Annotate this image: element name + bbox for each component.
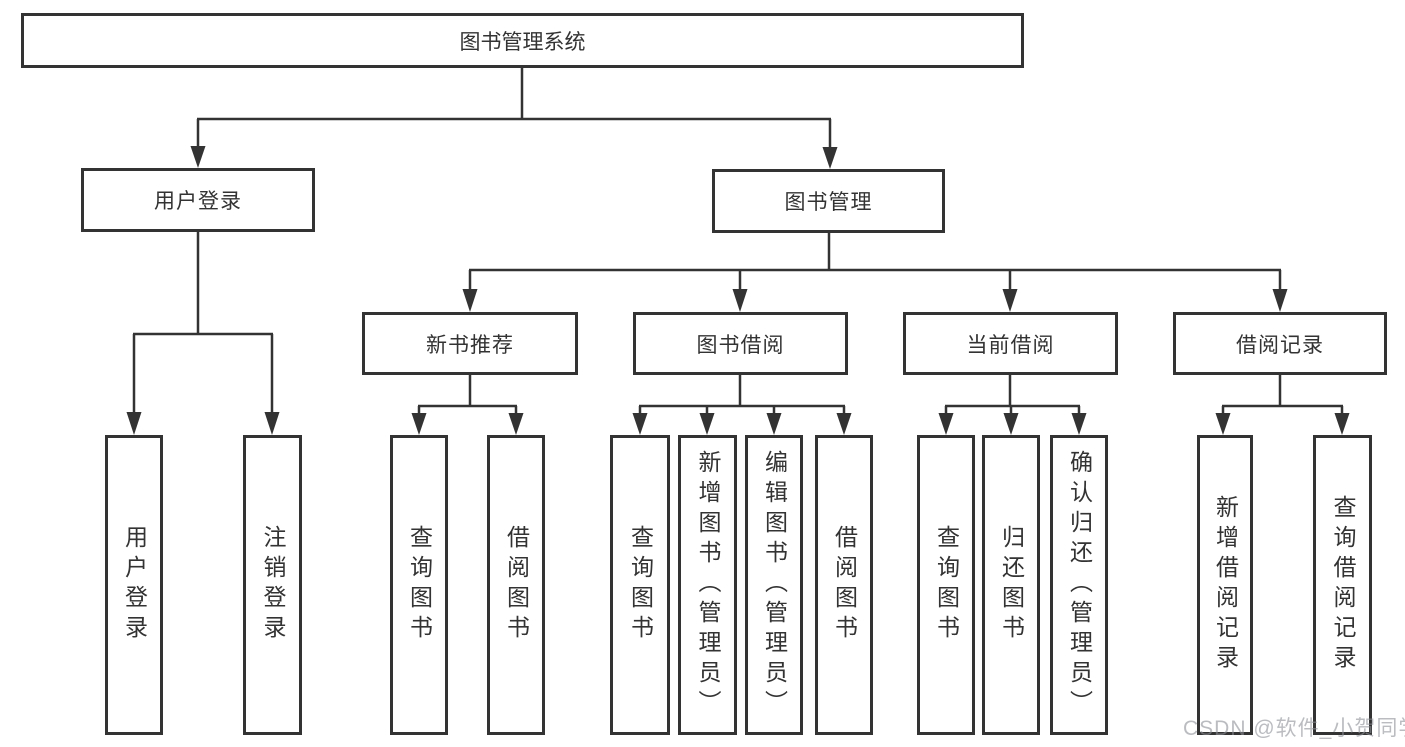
arrowhead xyxy=(699,413,715,435)
csdn-watermark: CSDN @软件_小贺同学 xyxy=(1183,717,1405,740)
node-label: 用户登录 xyxy=(121,525,148,645)
node-label: 新增借阅记录 xyxy=(1212,495,1239,675)
node-label: 当前借阅 xyxy=(966,333,1055,357)
node-label: 借阅图书 xyxy=(503,525,530,645)
node-label: 查询图书 xyxy=(406,525,433,645)
node-leaf-user-login: 用户登录 xyxy=(105,435,163,735)
arrowhead xyxy=(1003,413,1019,435)
node-label: 借阅图书 xyxy=(831,525,858,645)
arrowhead xyxy=(508,413,524,435)
node-label: 归还图书 xyxy=(998,525,1025,645)
node-label: 注销登录 xyxy=(260,525,286,645)
node-label: 查询图书 xyxy=(627,525,654,645)
node-leaf-borrow-books-recommend: 借阅图书 xyxy=(487,435,545,735)
node-label: 用户登录 xyxy=(154,190,242,213)
node-leaf-add-books-admin: 新增图书（管理员） xyxy=(678,435,737,735)
node-leaf-borrow-books: 借阅图书 xyxy=(815,435,873,735)
node-leaf-query-books-current: 查询图书 xyxy=(917,435,975,735)
node-label: 确认归还（管理员） xyxy=(1066,450,1093,720)
arrowhead xyxy=(264,412,280,435)
arrowhead xyxy=(411,413,427,435)
node-current-borrowing: 当前借阅 xyxy=(903,312,1118,375)
arrowhead xyxy=(1334,413,1350,435)
arrowhead xyxy=(766,413,782,435)
node-label: 查询图书 xyxy=(933,525,960,645)
node-new-book-recommend: 新书推荐 xyxy=(362,312,578,375)
node-label: 借阅记录 xyxy=(1236,333,1324,357)
arrowhead xyxy=(938,413,954,435)
node-label: 新书推荐 xyxy=(426,333,514,357)
node-borrowing-records: 借阅记录 xyxy=(1173,312,1387,375)
arrowhead xyxy=(836,413,852,435)
node-leaf-query-books-borrowing: 查询图书 xyxy=(610,435,670,735)
arrowhead xyxy=(1272,289,1288,312)
node-user-login: 用户登录 xyxy=(81,168,315,232)
arrowhead xyxy=(190,146,206,168)
node-leaf-query-books-recommend: 查询图书 xyxy=(390,435,448,735)
node-leaf-query-borrow-record: 查询借阅记录 xyxy=(1313,435,1372,735)
node-label: 图书管理 xyxy=(784,191,873,214)
node-label: 编辑图书（管理员） xyxy=(761,450,788,720)
node-book-management: 图书管理 xyxy=(712,169,945,233)
node-leaf-confirm-return-admin: 确认归还（管理员） xyxy=(1050,435,1108,735)
arrowhead xyxy=(732,289,748,312)
arrowhead xyxy=(1002,289,1018,312)
node-library-management-system: 图书管理系统 xyxy=(21,13,1024,68)
arrowhead xyxy=(126,412,142,435)
node-label: 新增图书（管理员） xyxy=(695,450,721,720)
arrowhead xyxy=(1215,413,1231,435)
arrowhead xyxy=(1071,413,1087,435)
arrowhead xyxy=(822,147,838,169)
node-leaf-logout: 注销登录 xyxy=(243,435,302,735)
node-label: 图书管理系统 xyxy=(459,30,586,54)
node-book-borrowing: 图书借阅 xyxy=(633,312,848,375)
node-leaf-edit-books-admin: 编辑图书（管理员） xyxy=(745,435,803,735)
node-label: 查询借阅记录 xyxy=(1330,495,1356,675)
arrowhead xyxy=(462,289,478,312)
node-leaf-return-books: 归还图书 xyxy=(982,435,1040,735)
node-leaf-add-borrow-record: 新增借阅记录 xyxy=(1197,435,1253,735)
arrowhead xyxy=(632,413,648,435)
node-label: 图书借阅 xyxy=(696,333,785,357)
